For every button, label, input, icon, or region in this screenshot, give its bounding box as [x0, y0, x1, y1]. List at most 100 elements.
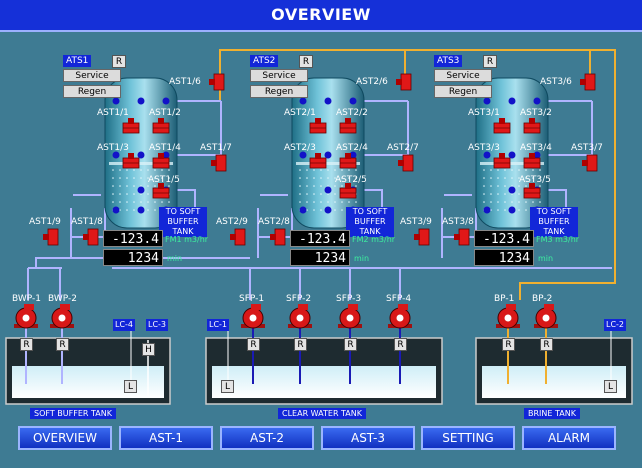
- nav-alarm-button[interactable]: ALARM: [522, 426, 616, 450]
- regen-button[interactable]: Regen: [434, 85, 492, 98]
- pump-remote-indicator[interactable]: R: [56, 338, 69, 351]
- level-controller-tag: LC-1: [207, 319, 230, 331]
- valve-actuator: [209, 79, 215, 85]
- service-button[interactable]: Service: [250, 69, 308, 82]
- valve-ast3-8[interactable]: [454, 228, 470, 246]
- resin-dot: [341, 201, 343, 203]
- valve-ast3-7[interactable]: [582, 154, 598, 172]
- resin-dot: [112, 185, 114, 187]
- valve-ast3-5[interactable]: [523, 183, 541, 199]
- valve-ast2-6[interactable]: [396, 73, 412, 91]
- resin-dot: [154, 201, 156, 203]
- valve-ast2-7[interactable]: [398, 154, 414, 172]
- nav-setting-button[interactable]: SETTING: [421, 426, 515, 450]
- resin-dot: [355, 201, 357, 203]
- valve-ast3-9[interactable]: [414, 228, 430, 246]
- service-button[interactable]: Service: [63, 69, 121, 82]
- pump-remote-indicator[interactable]: R: [247, 338, 260, 351]
- pump-remote-indicator[interactable]: R: [540, 338, 553, 351]
- pump-sfp-4[interactable]: [388, 304, 412, 329]
- valve-ast1-9[interactable]: [43, 228, 59, 246]
- pump-remote-indicator[interactable]: R: [20, 338, 33, 351]
- valve-ast3-4[interactable]: [523, 153, 541, 169]
- resin-dot: [154, 185, 156, 187]
- valve-ast3-3[interactable]: [493, 153, 511, 169]
- valve-actuator: [211, 160, 217, 166]
- valve-ast1-5[interactable]: [152, 183, 170, 199]
- remote-indicator[interactable]: R: [299, 55, 313, 68]
- regen-button[interactable]: Regen: [63, 85, 121, 98]
- pipe-node: [137, 206, 145, 214]
- valve-label: AST1/2: [149, 108, 181, 118]
- pump-bp-1[interactable]: [496, 304, 520, 329]
- pump-sfp-3[interactable]: [338, 304, 362, 329]
- valve-label: AST3/9: [400, 217, 432, 227]
- valve-ast3-6[interactable]: [580, 73, 596, 91]
- resin-dot: [313, 177, 315, 179]
- regen-button[interactable]: Regen: [250, 85, 308, 98]
- resin-dot: [497, 209, 499, 211]
- valve-ast1-2[interactable]: [152, 118, 170, 134]
- resin-dot: [299, 193, 301, 195]
- time-unit-label: min: [167, 254, 183, 263]
- valve-ast2-3[interactable]: [309, 153, 327, 169]
- nav-overview-button[interactable]: OVERVIEW: [18, 426, 112, 450]
- valve-ast3-2[interactable]: [523, 118, 541, 134]
- pipe: [219, 49, 616, 300]
- valve-label: AST1/7: [200, 143, 232, 153]
- pump-remote-indicator[interactable]: R: [394, 338, 407, 351]
- valve-actuator: [529, 153, 535, 159]
- remote-indicator[interactable]: R: [112, 55, 126, 68]
- valve-ast2-8[interactable]: [270, 228, 286, 246]
- pump-sfp-2[interactable]: [288, 304, 312, 329]
- brine-tank-label: BRINE TANK: [524, 408, 580, 419]
- valve-ast1-8[interactable]: [83, 228, 99, 246]
- resin-dot: [168, 177, 170, 179]
- pump-bwp-1[interactable]: [14, 304, 38, 329]
- pump-remote-indicator[interactable]: R: [294, 338, 307, 351]
- resin-dot: [126, 209, 128, 211]
- resin-dot: [112, 201, 114, 203]
- pump-sfp-1[interactable]: [241, 304, 265, 329]
- valve-ast3-1[interactable]: [493, 118, 511, 134]
- valve-label: AST3/7: [571, 143, 603, 153]
- resin-dot: [497, 201, 499, 203]
- valve-ast2-4[interactable]: [339, 153, 357, 169]
- valve-ast1-7[interactable]: [211, 154, 227, 172]
- resin-dot: [341, 209, 343, 211]
- resin-dot: [327, 185, 329, 187]
- resin-dot: [490, 209, 492, 211]
- valve-label: AST2/4: [336, 143, 368, 153]
- valve-ast2-1[interactable]: [309, 118, 327, 134]
- resin-dot: [518, 201, 520, 203]
- nav-ast1-button[interactable]: AST-1: [119, 426, 213, 450]
- resin-dot: [320, 209, 322, 211]
- valve-ast2-9[interactable]: [230, 228, 246, 246]
- pipe-node: [349, 97, 357, 105]
- pump-label: BP-1: [494, 294, 515, 304]
- nav-ast2-button[interactable]: AST-2: [220, 426, 314, 450]
- pump-remote-indicator[interactable]: R: [344, 338, 357, 351]
- valve-ast1-4[interactable]: [152, 153, 170, 169]
- pump-remote-indicator[interactable]: R: [502, 338, 515, 351]
- valve-ast1-3[interactable]: [122, 153, 140, 169]
- valve-label: AST3/4: [520, 143, 552, 153]
- resin-dot: [133, 201, 135, 203]
- valve-ast2-2[interactable]: [339, 118, 357, 134]
- service-button[interactable]: Service: [434, 69, 492, 82]
- remote-indicator[interactable]: R: [483, 55, 497, 68]
- nav-ast3-button[interactable]: AST-3: [321, 426, 415, 450]
- pump-impeller: [58, 314, 66, 322]
- valve-ast1-1[interactable]: [122, 118, 140, 134]
- pipe-node: [112, 97, 120, 105]
- unit-id-tag-2: ATS2: [250, 55, 279, 67]
- valve-label: AST2/2: [336, 108, 368, 118]
- pump-bwp-2[interactable]: [50, 304, 74, 329]
- valve-actuator: [270, 234, 276, 240]
- resin-dot: [497, 185, 499, 187]
- pump-bp-2[interactable]: [534, 304, 558, 329]
- pipe-node: [508, 186, 516, 194]
- valve-ast2-5[interactable]: [339, 183, 357, 199]
- valve-ast1-6[interactable]: [209, 73, 225, 91]
- resin-dot: [334, 177, 336, 179]
